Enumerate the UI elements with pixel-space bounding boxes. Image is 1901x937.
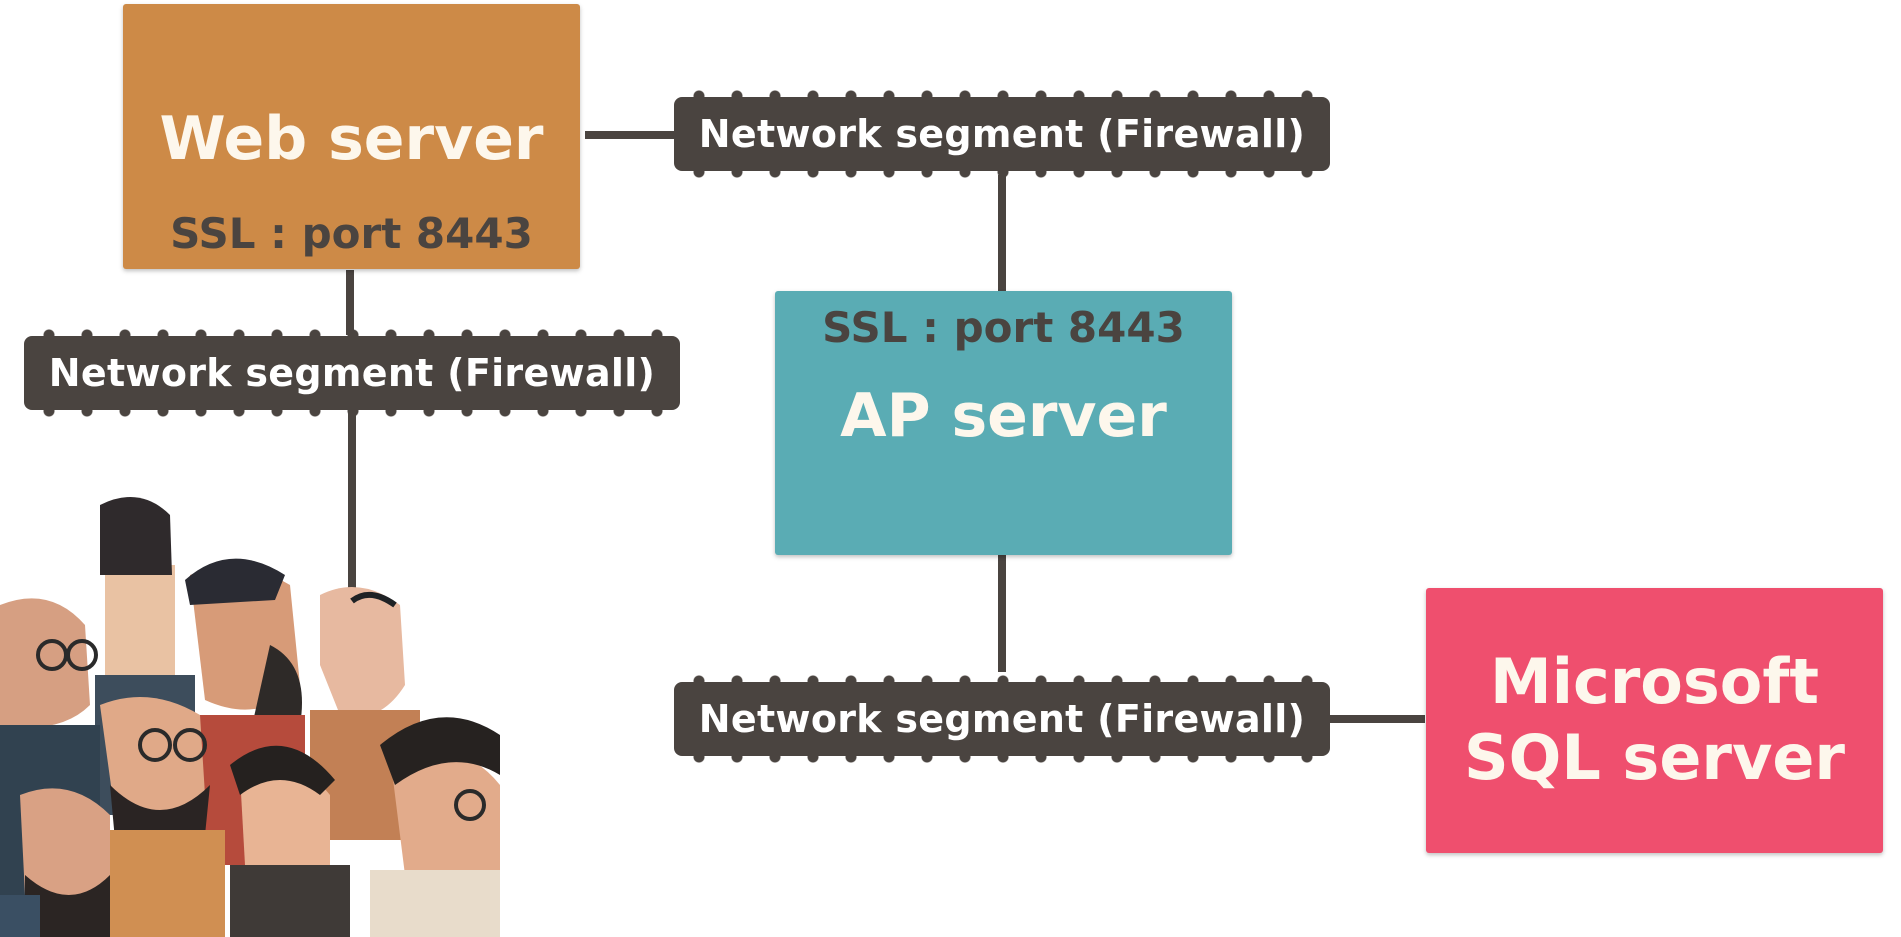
network-segment-bottom: Network segment (Firewall): [674, 675, 1330, 763]
ap-server-box: SSL : port 8443 AP server: [775, 291, 1232, 555]
connector-segment-left-to-users: [348, 412, 356, 597]
users-group-icon: [0, 497, 500, 937]
connector-segment-bottom-to-sql: [1330, 715, 1425, 723]
network-segment-label: Network segment (Firewall): [698, 697, 1306, 741]
connector-ap-to-segment-bottom: [998, 548, 1006, 672]
connector-web-to-segment-top: [585, 131, 675, 139]
sql-server-title-line1: Microsoft: [1490, 645, 1819, 718]
sql-server-box: Microsoft SQL server: [1426, 588, 1883, 853]
person-icon: [95, 697, 225, 937]
person-icon: [0, 788, 110, 937]
connector-web-to-segment-left: [346, 270, 354, 335]
network-segment-label: Network segment (Firewall): [698, 112, 1306, 156]
web-server-protocol: SSL : port 8443: [170, 209, 533, 258]
web-server-box: Web server SSL : port 8443: [123, 4, 580, 269]
ap-server-title: AP server: [840, 381, 1167, 451]
connector-segment-top-to-ap: [998, 175, 1006, 295]
network-segment-left: Network segment (Firewall): [24, 329, 680, 417]
sql-server-title-line2: SQL server: [1463, 721, 1846, 794]
person-icon: [370, 717, 500, 937]
network-segment-label: Network segment (Firewall): [48, 351, 656, 395]
person-icon: [230, 745, 350, 937]
web-server-title: Web server: [159, 104, 544, 174]
network-segment-top: Network segment (Firewall): [674, 90, 1330, 178]
ap-server-protocol: SSL : port 8443: [822, 303, 1185, 352]
